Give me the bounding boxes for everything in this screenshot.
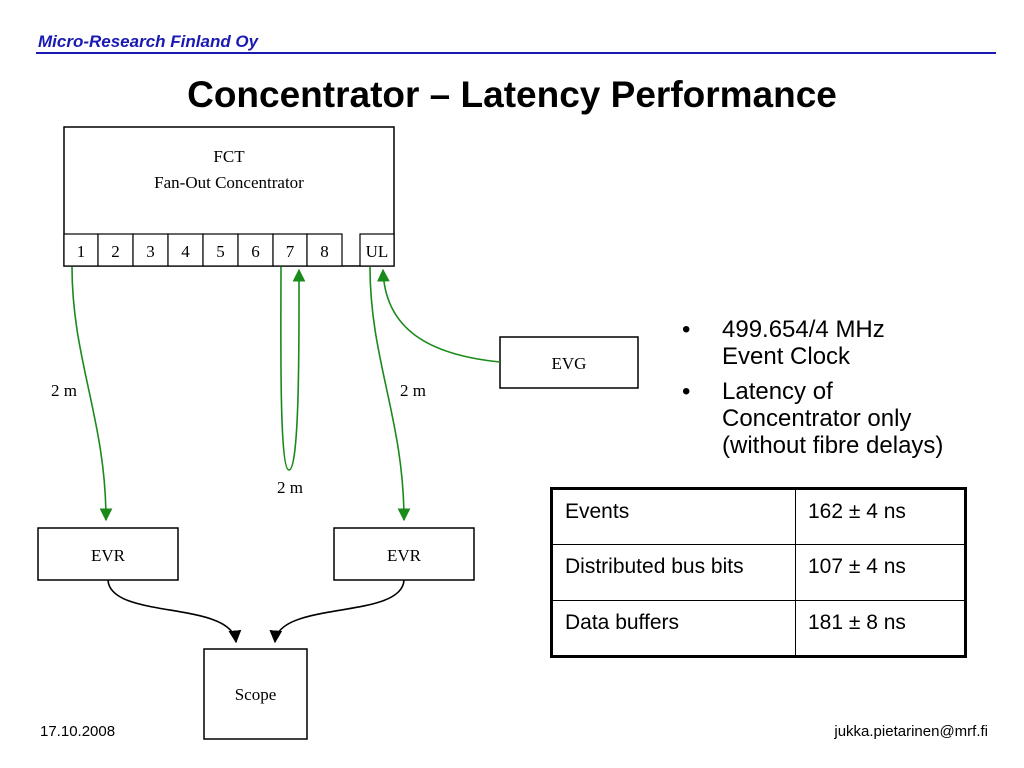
- table-cell-value: 162 ± 4 ns: [795, 488, 966, 545]
- port-label: 6: [251, 242, 260, 261]
- port-ul: [359, 233, 395, 267]
- bullet-dot: •: [682, 378, 691, 405]
- footer-date: 17.10.2008: [40, 723, 116, 740]
- bullet-line: Event Clock: [722, 343, 851, 370]
- fibre-port7-loop: [280, 266, 306, 471]
- table-row: Data buffers 181 ± 8 ns: [551, 600, 966, 657]
- port-label: 8: [320, 242, 329, 261]
- fct-sublabel: Fan-Out Concentrator: [154, 173, 304, 192]
- fibre-ul-to-evr-right: [369, 266, 411, 522]
- port-1: [63, 233, 99, 267]
- bullet-item: • Latency of Concentrator only (without …: [682, 378, 1002, 459]
- port-label: 5: [216, 242, 225, 261]
- latency-table: Events 162 ± 4 ns Distributed bus bits 1…: [550, 487, 967, 658]
- evr-right-label: EVR: [387, 546, 422, 565]
- bullet-item: • 499.654/4 MHz Event Clock: [682, 316, 1002, 370]
- bullet-list: • 499.654/4 MHz Event Clock • Latency of…: [682, 316, 1002, 467]
- table-row: Events 162 ± 4 ns: [551, 488, 966, 545]
- bullet-line: Latency of: [722, 378, 833, 405]
- port-label: 3: [146, 242, 155, 261]
- footer-email: jukka.pietarinen@mrf.fi: [834, 723, 988, 740]
- header-rule: [36, 52, 996, 54]
- scope-box: [203, 648, 308, 740]
- bullet-line: 499.654/4 MHz: [722, 316, 885, 343]
- bullet-line: (without fibre delays): [722, 432, 944, 459]
- port-label: 2: [111, 242, 120, 261]
- cable-evr-right-to-scope: [269, 579, 405, 644]
- table-cell-label: Data buffers: [551, 600, 796, 657]
- table-cell-value: 181 ± 8 ns: [795, 600, 966, 657]
- port-label: 4: [181, 242, 190, 261]
- uplink-port-label: UL: [366, 242, 389, 261]
- slide-title: Concentrator – Latency Performance: [187, 74, 837, 115]
- port-label: 7: [286, 242, 295, 261]
- evr-left-label: EVR: [91, 546, 126, 565]
- bullet-line: Concentrator only: [722, 405, 912, 432]
- evg-label: EVG: [552, 354, 587, 373]
- bullet-dot: •: [682, 316, 691, 343]
- scope-label: Scope: [235, 685, 277, 704]
- table-cell-label: Events: [551, 488, 796, 545]
- table-cell-label: Distributed bus bits: [551, 544, 796, 601]
- fibre-evg-to-ul: [376, 268, 501, 363]
- port-8: [306, 233, 343, 267]
- cable-length-left: 2 m: [51, 381, 77, 400]
- port-label: 1: [77, 242, 86, 261]
- cable-length-right: 2 m: [400, 381, 426, 400]
- table-cell-value: 107 ± 4 ns: [795, 544, 966, 601]
- port-strip: [63, 233, 395, 267]
- cable-evr-left-to-scope: [107, 579, 242, 644]
- company-name: Micro-Research Finland Oy: [38, 32, 259, 51]
- fibre-port1-to-evr-left: [71, 266, 113, 522]
- evr-left-box: [37, 527, 179, 581]
- table-row: Distributed bus bits 107 ± 4 ns: [551, 544, 966, 601]
- evg-box: [499, 336, 639, 389]
- evr-right-box: [333, 527, 475, 581]
- port-4: [167, 233, 204, 267]
- cable-length-loop: 2 m: [277, 478, 303, 497]
- fct-label: FCT: [213, 147, 245, 166]
- port-2: [97, 233, 134, 267]
